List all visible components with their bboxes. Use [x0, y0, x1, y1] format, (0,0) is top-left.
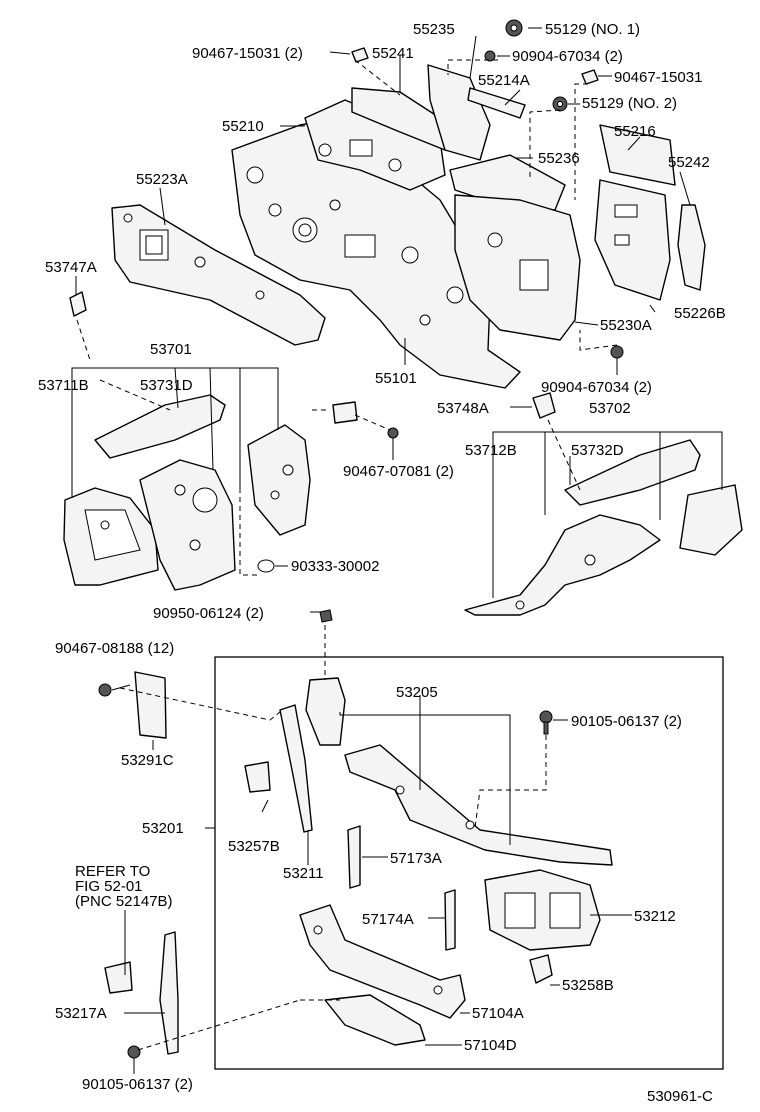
part-57104d-drawing	[324, 994, 426, 1046]
label-53731d: 53731D	[140, 377, 193, 394]
part-53701-inner-drawing	[139, 459, 236, 591]
dashed-leader-lines	[76, 59, 618, 1051]
bolt-90467-08188-drawing	[98, 683, 112, 697]
part-55214a-drawing	[467, 87, 526, 119]
label-90333-30002: 90333-30002	[291, 558, 379, 575]
part-53212-drawing	[484, 869, 601, 951]
label-53201: 53201	[142, 820, 184, 837]
part-57174a-drawing	[444, 889, 456, 951]
part-labels: 55235 55129 (NO. 1) 90467-15031 (2) 5524…	[38, 21, 726, 1105]
part-55226b-drawing	[594, 179, 671, 301]
label-53217a: 53217A	[55, 1005, 107, 1022]
label-53212: 53212	[634, 908, 676, 925]
part-53731d-drawing	[94, 394, 226, 459]
label-90904-67034-top: 90904-67034 (2)	[512, 48, 623, 65]
label-90950-06124: 90950-06124 (2)	[153, 605, 264, 622]
part-53257b-drawing	[244, 761, 271, 793]
label-55236: 55236	[538, 150, 580, 167]
label-53701: 53701	[150, 341, 192, 358]
part-53211-drawing	[305, 677, 346, 746]
label-53732d: 53732D	[571, 442, 624, 459]
label-53747a: 53747A	[45, 259, 97, 276]
label-90105-06137-bot: 90105-06137 (2)	[82, 1076, 193, 1093]
label-53257b: 53257B	[228, 838, 280, 855]
diagram-code: 530961-C	[647, 1088, 713, 1105]
part-53211-lower-drawing	[279, 704, 313, 833]
clip-90467-15031-2-drawing	[351, 47, 369, 63]
plate-90467-07081-drawing	[332, 401, 358, 424]
clip-55129-no2-drawing	[552, 96, 568, 112]
label-53711b: 53711B	[38, 377, 89, 394]
fastener-90950-06124-drawing	[319, 609, 333, 623]
label-53702: 53702	[589, 400, 631, 417]
label-55216: 55216	[614, 123, 656, 140]
label-55242: 55242	[668, 154, 710, 171]
part-55242-drawing	[677, 204, 706, 291]
label-55230a: 55230A	[600, 317, 652, 334]
leader-lines	[71, 27, 723, 1074]
part-57104a-drawing	[299, 904, 466, 1019]
label-57173a: 57173A	[390, 850, 442, 867]
part-55101-drawing	[231, 119, 521, 389]
label-53258b: 53258B	[562, 977, 614, 994]
part-53747a-drawing	[69, 291, 87, 317]
part-55210-drawing	[304, 99, 446, 191]
part-53205-drawing	[344, 744, 613, 866]
group-frame-53201	[214, 656, 724, 1070]
part-53701-rear-drawing	[247, 424, 311, 536]
part-57173a-drawing	[347, 825, 361, 889]
label-55101: 55101	[375, 370, 417, 387]
bracket-pnc-52147b-drawing	[104, 961, 133, 994]
label-55210: 55210	[222, 118, 264, 135]
label-55129-no2: 55129 (NO. 2)	[582, 95, 677, 112]
label-90467-07081: 90467-07081 (2)	[343, 463, 454, 480]
label-53748a: 53748A	[437, 400, 489, 417]
clip-90467-15031-drawing	[581, 69, 599, 85]
label-55226b: 55226B	[674, 305, 726, 322]
label-53205: 53205	[396, 684, 438, 701]
plug-90333-30002-drawing	[257, 559, 275, 573]
part-53217a-drawing	[159, 931, 179, 1055]
label-fig-52-01: FIG 52-01	[75, 878, 143, 895]
label-57104d: 57104D	[464, 1037, 517, 1054]
bolt-90105-06137-bot-drawing	[127, 1045, 141, 1059]
clip-55129-no1-drawing	[505, 19, 523, 37]
label-55241: 55241	[372, 45, 414, 62]
bolt-90105-06137-top-drawing	[539, 710, 553, 735]
part-53291c-drawing	[134, 671, 167, 739]
part-55223a-drawing	[111, 204, 326, 346]
part-55216-drawing	[599, 124, 676, 186]
label-53211: 53211	[283, 865, 324, 882]
label-55223a: 55223A	[136, 171, 188, 188]
label-90105-06137-top: 90105-06137 (2)	[571, 713, 682, 730]
bolt-90904-67034-top-drawing	[484, 50, 496, 62]
label-pnc-52147b: (PNC 52147B)	[75, 893, 173, 910]
part-53748a-drawing	[532, 392, 556, 419]
part-53712b-drawing	[464, 514, 661, 616]
bolt-90904-67034-bot-drawing	[610, 345, 624, 359]
label-53291c: 53291C	[121, 752, 174, 769]
label-55129-no1: 55129 (NO. 1)	[545, 21, 640, 38]
part-53258b-drawing	[529, 954, 553, 984]
part-53732d-drawing	[564, 439, 701, 506]
label-53712b: 53712B	[465, 442, 517, 459]
label-90904-67034-bot: 90904-67034 (2)	[541, 379, 652, 396]
part-53702-end-drawing	[679, 484, 743, 556]
label-57174a: 57174A	[362, 911, 414, 928]
label-57104a: 57104A	[472, 1005, 524, 1022]
label-90467-15031: 90467-15031	[614, 69, 702, 86]
label-55235: 55235	[413, 21, 455, 38]
part-55230a-drawing	[454, 194, 581, 341]
label-90467-08188: 90467-08188 (12)	[55, 640, 174, 657]
part-53711b-drawing	[63, 487, 159, 586]
label-refer-to: REFER TO	[75, 863, 150, 880]
label-90467-15031-2: 90467-15031 (2)	[192, 45, 303, 62]
label-55214a: 55214A	[478, 72, 530, 89]
